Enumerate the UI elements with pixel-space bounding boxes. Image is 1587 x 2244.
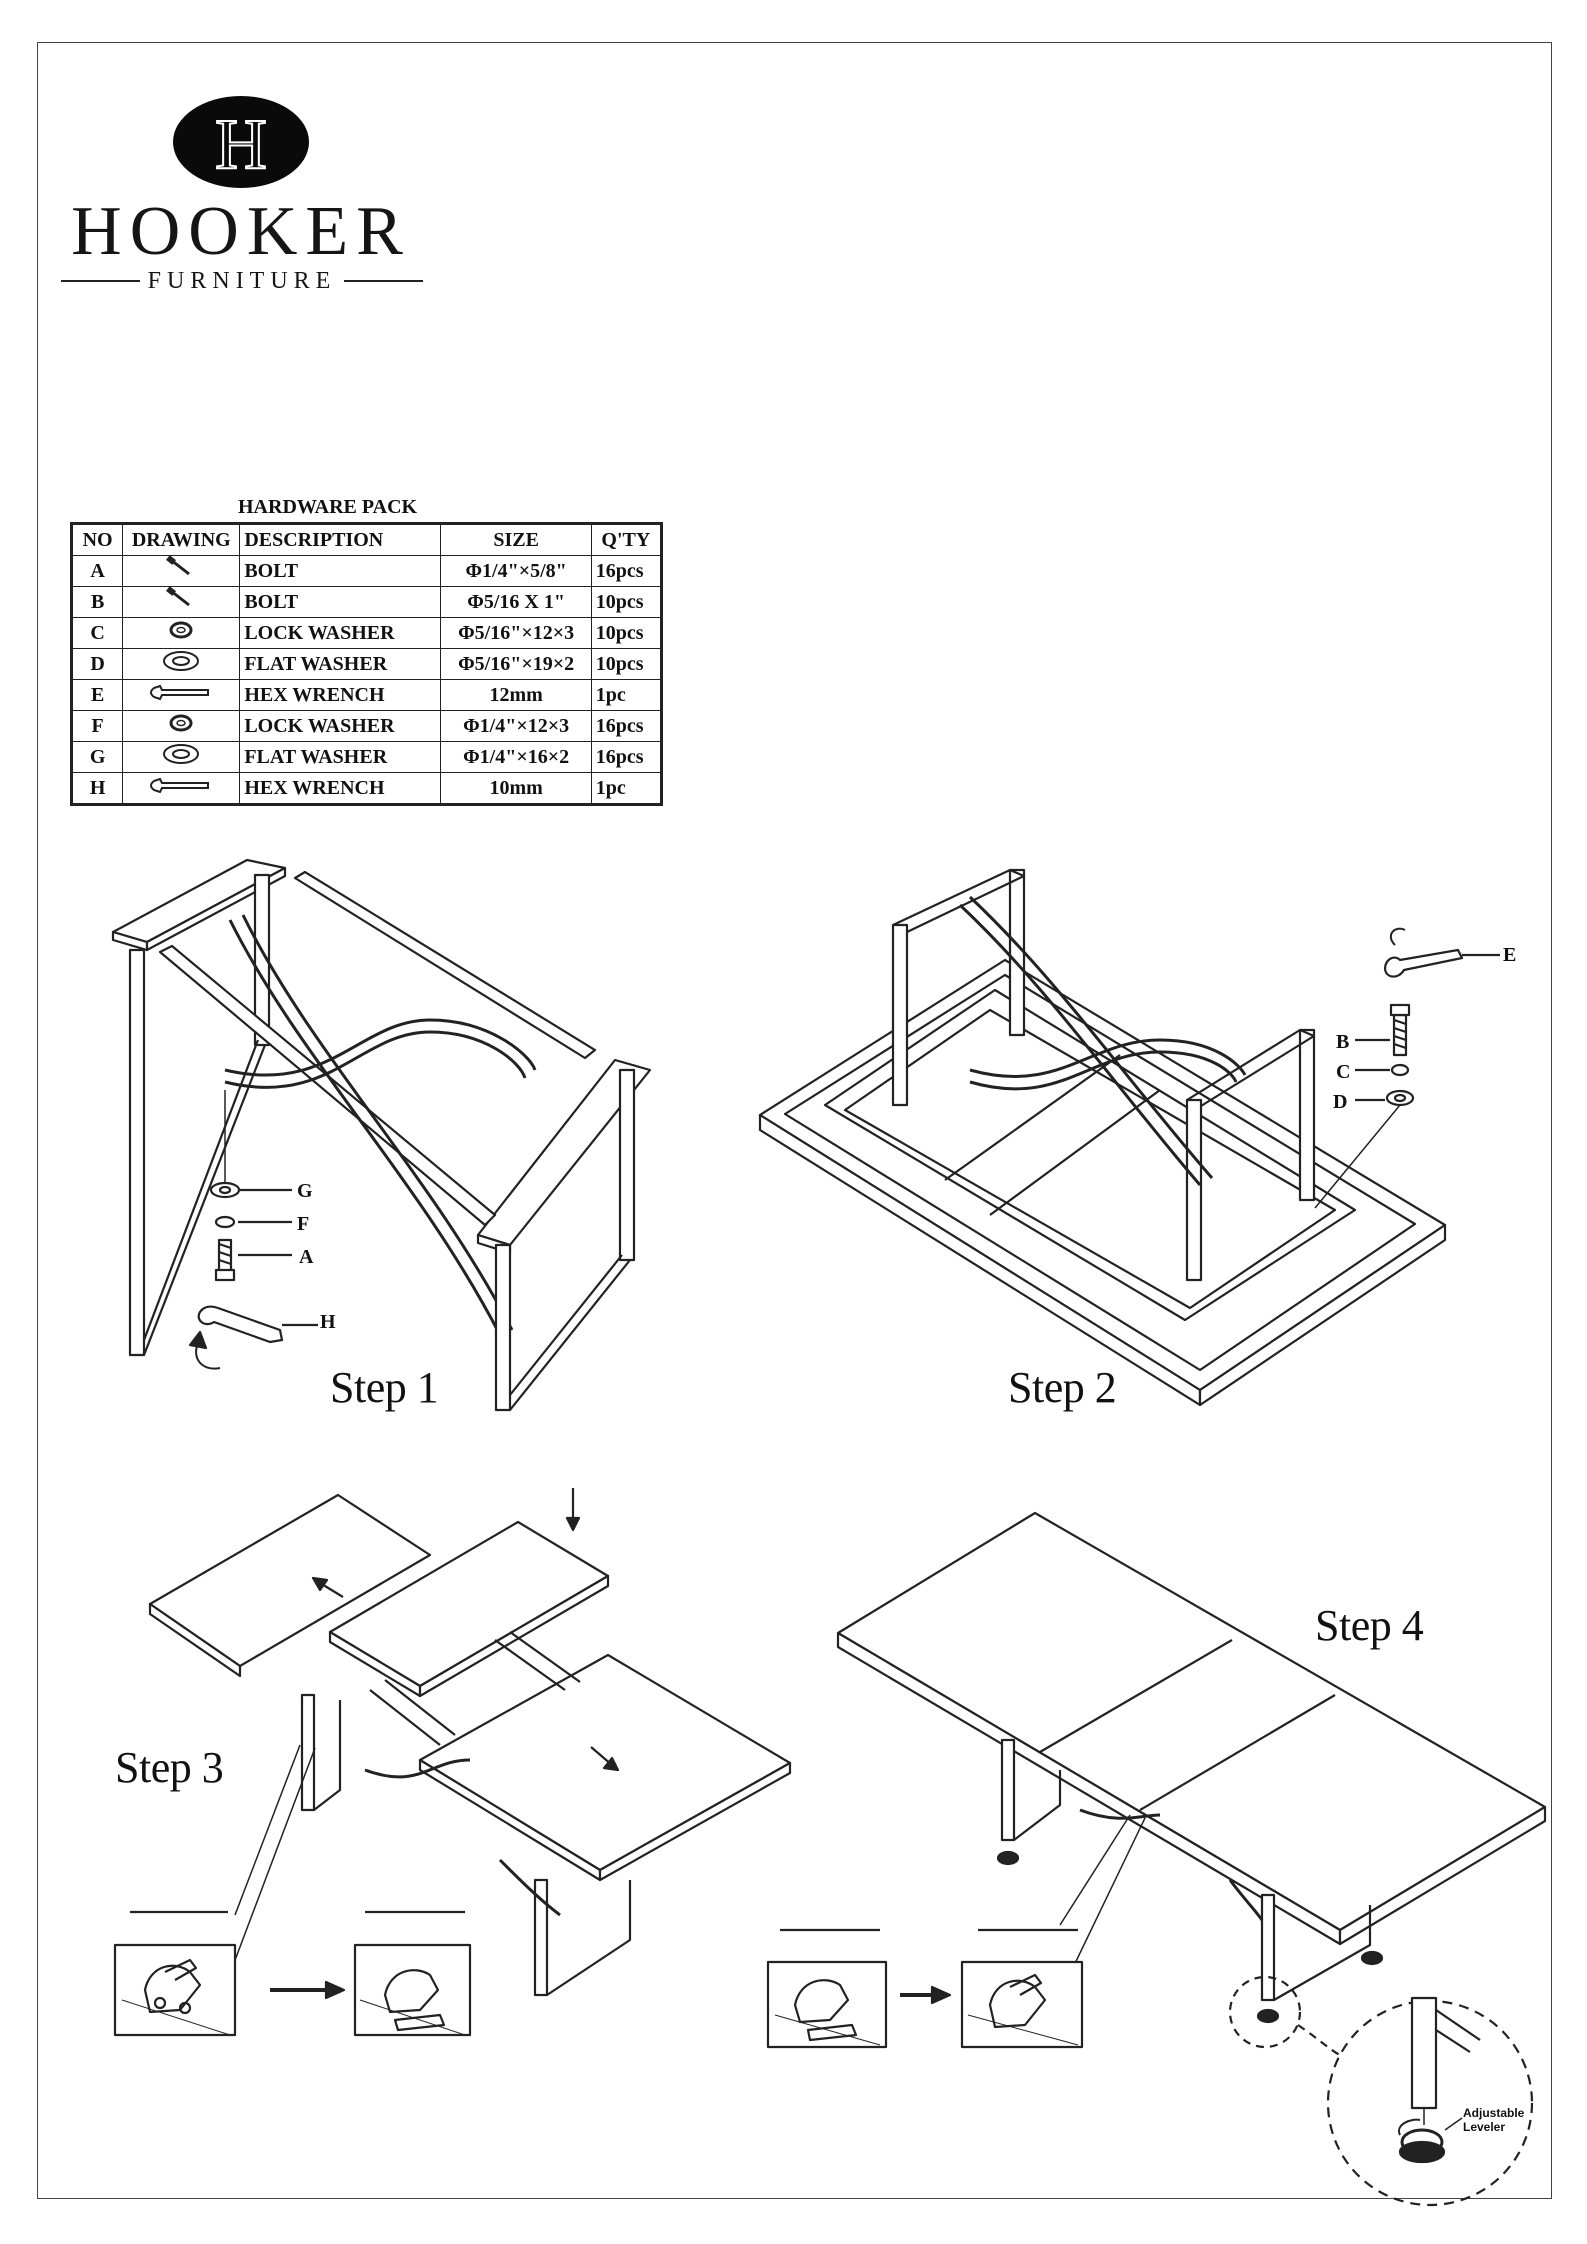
leveler-label-line1: Adjustable xyxy=(1463,2106,1525,2120)
callout-c: C xyxy=(1336,1061,1351,1083)
brand-name: HOOKER xyxy=(71,193,411,270)
step-1-frame-drawing xyxy=(111,858,652,1412)
brand-logo: H HOOKER FURNITURE xyxy=(55,96,435,306)
hex-wrench-icon xyxy=(146,684,216,709)
cell-no: F xyxy=(70,710,124,742)
cell-qty: 1pc xyxy=(590,679,663,711)
cell-size: 10mm xyxy=(440,772,592,805)
cell-no: B xyxy=(70,586,124,618)
cell-no: C xyxy=(70,617,124,649)
header-drawing: DRAWING xyxy=(122,523,241,556)
logo-emblem-icon: H xyxy=(173,96,309,188)
header-no: NO xyxy=(70,523,124,556)
cell-qty: 10pcs xyxy=(590,617,663,649)
page-border xyxy=(37,42,1552,2199)
cell-drawing xyxy=(122,586,241,618)
cell-drawing xyxy=(122,772,241,805)
leveler-label: Adjustable Leveler xyxy=(1463,2106,1524,2134)
table-header-row: NO DRAWING DESCRIPTION SIZE Q'TY xyxy=(70,523,663,556)
cell-qty: 10pcs xyxy=(590,648,663,680)
cell-qty: 16pcs xyxy=(590,741,663,773)
cell-drawing xyxy=(122,555,241,587)
callout-g: G xyxy=(297,1180,313,1202)
cell-no: E xyxy=(70,679,124,711)
cell-drawing xyxy=(122,741,241,773)
cell-description: FLAT WASHER xyxy=(239,648,442,680)
step-4-label: Step 4 xyxy=(1315,1601,1424,1650)
cell-description: FLAT WASHER xyxy=(239,741,442,773)
cell-qty: 16pcs xyxy=(590,710,663,742)
logo-letter: H xyxy=(215,104,267,184)
step-2-table-top-upside-down xyxy=(758,868,1500,1407)
lock-washer-icon xyxy=(161,621,201,647)
cell-qty: 10pcs xyxy=(590,586,663,618)
callout-f: F xyxy=(297,1213,310,1235)
brand-sub-row: FURNITURE xyxy=(61,266,424,296)
cell-qty: 1pc xyxy=(590,772,663,805)
hardware-pack-title: HARDWARE PACK xyxy=(238,496,418,518)
cell-description: LOCK WASHER xyxy=(239,710,442,742)
cell-drawing xyxy=(122,710,241,742)
callout-e: E xyxy=(1503,944,1517,966)
lock-washer-icon xyxy=(161,714,201,740)
bolt-icon xyxy=(161,555,201,585)
cell-qty: 16pcs xyxy=(590,555,663,587)
cell-description: HEX WRENCH xyxy=(239,679,442,711)
flat-washer-icon xyxy=(156,651,206,678)
cell-description: HEX WRENCH xyxy=(239,772,442,805)
step-3-extension-drawing xyxy=(113,1488,792,2037)
step-2-label: Step 2 xyxy=(1008,1363,1117,1412)
callout-h: H xyxy=(320,1311,336,1333)
cell-no: D xyxy=(70,648,124,680)
callout-a: A xyxy=(299,1246,314,1268)
step-4-assembled-table xyxy=(766,1511,1547,2207)
header-description: DESCRIPTION xyxy=(239,523,442,556)
leveler-label-line2: Leveler xyxy=(1463,2120,1506,2134)
cell-size: Φ5/16"×19×2 xyxy=(440,648,592,680)
brand-sub: FURNITURE xyxy=(147,267,337,294)
hex-wrench-icon xyxy=(146,777,216,802)
step-3-label: Step 3 xyxy=(115,1743,224,1792)
flat-washer-icon xyxy=(156,744,206,771)
cell-description: BOLT xyxy=(239,555,442,587)
cell-no: H xyxy=(70,772,124,805)
header-size: SIZE xyxy=(440,523,592,556)
divider xyxy=(344,280,424,282)
bolt-icon xyxy=(161,586,201,616)
cell-size: Φ1/4"×5/8" xyxy=(440,555,592,587)
step-1-label: Step 1 xyxy=(330,1363,439,1412)
callout-d: D xyxy=(1333,1091,1348,1113)
callout-b: B xyxy=(1336,1031,1350,1053)
divider xyxy=(61,280,140,282)
header-qty: Q'TY xyxy=(590,523,663,556)
